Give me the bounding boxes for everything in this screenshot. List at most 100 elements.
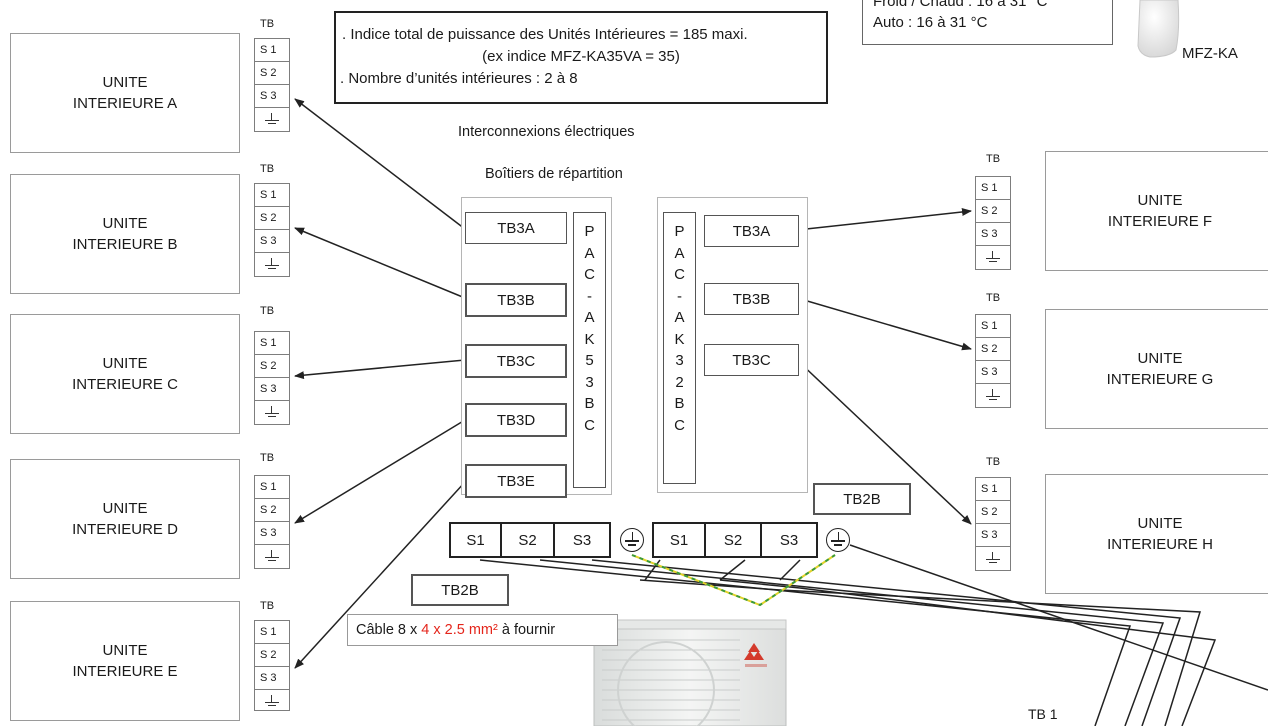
- temp-line-1: Froid / Chaud : 16 à 31 °C: [873, 0, 1048, 10]
- indoor-unit-c: UNITE INTERIEURE C: [10, 314, 240, 434]
- interconnexions-label: Interconnexions électriques: [458, 124, 635, 140]
- terminal-block-c: S 1 S 2 S 3: [254, 331, 290, 425]
- unit-label: UNITE: [102, 500, 148, 517]
- terminal-s3: S 3: [255, 378, 289, 401]
- terminal-s3: S 3: [255, 230, 289, 253]
- terminal-ground: [255, 690, 289, 710]
- model-letter: P: [584, 223, 595, 240]
- model-label-pac-ak53bc: P A C - A K 5 3 B C: [573, 212, 606, 488]
- tb-label: TB: [260, 600, 275, 612]
- model-letter: A: [674, 309, 685, 326]
- temp-line-2: Auto : 16 à 31 °C: [873, 14, 988, 31]
- power-index-note: . Indice total de puissance des Unités I…: [334, 11, 828, 104]
- terminal-s3: S 3: [255, 85, 289, 108]
- tb-label: TB: [260, 452, 275, 464]
- port-tb3d-left: TB3D: [465, 403, 567, 437]
- terminal-s3: S 3: [976, 223, 1010, 246]
- model-letter: -: [677, 287, 682, 305]
- terminal-block-d: S 1 S 2 S 3: [254, 475, 290, 569]
- terminal-s3: S 3: [976, 524, 1010, 547]
- ground-icon: [265, 113, 279, 126]
- model-letter: P: [674, 223, 685, 240]
- model-letter: C: [674, 266, 685, 283]
- unit-label: UNITE: [1137, 515, 1183, 532]
- strip-terminal-s1: S1: [451, 524, 502, 556]
- ground-icon: [986, 389, 1000, 402]
- terminal-s1: S 1: [255, 332, 289, 355]
- port-tb3b-left: TB3B: [465, 283, 567, 317]
- model-label-pac-ak32bc: P A C - A K 3 2 B C: [663, 212, 696, 484]
- model-letter: A: [584, 244, 595, 262]
- model-letter: K: [584, 330, 595, 348]
- tb-label: TB: [986, 292, 1001, 304]
- unit-name: INTERIEURE H: [1107, 536, 1213, 553]
- port-tb3a-left: TB3A: [465, 212, 567, 244]
- unit-label: UNITE: [102, 642, 148, 659]
- ground-icon: [265, 550, 279, 563]
- strip-terminal-s1: S1: [654, 524, 706, 556]
- unit-label: UNITE: [1137, 350, 1183, 367]
- cable-note-prefix: Câble 8 x: [356, 622, 422, 638]
- port-tb3b-right: TB3B: [704, 283, 799, 315]
- terminal-s2: S 2: [255, 644, 289, 667]
- terminal-ground: [976, 246, 1010, 269]
- note-line-3: . Nombre d’unités intérieures : 2 à 8: [340, 70, 578, 87]
- unit-label: UNITE: [102, 355, 148, 372]
- terminal-ground: [255, 253, 289, 276]
- terminal-block-h: S 1 S 2 S 3: [975, 477, 1011, 571]
- unit-name: INTERIEURE F: [1107, 213, 1213, 230]
- unit-name: INTERIEURE A: [72, 95, 178, 112]
- ground-icon: [986, 552, 1000, 565]
- remote-model-label: MFZ-KA: [1182, 45, 1238, 62]
- terminal-block-f: S 1 S 2 S 3: [975, 176, 1011, 270]
- terminal-block-g: S 1 S 2 S 3: [975, 314, 1011, 408]
- ground-icon: [265, 695, 279, 708]
- model-letter: B: [584, 395, 595, 412]
- model-letter: 3: [585, 373, 594, 391]
- unit-label: UNITE: [1137, 192, 1183, 209]
- terminal-s2: S 2: [976, 338, 1010, 361]
- model-letter: 3: [675, 352, 684, 369]
- tb2b-strip-left: S1 S2 S3: [449, 522, 611, 558]
- unit-name: INTERIEURE B: [72, 236, 178, 253]
- ground-icon: [265, 258, 279, 271]
- terminal-s2: S 2: [255, 62, 289, 85]
- unit-label: UNITE: [102, 74, 148, 91]
- ground-icon: [986, 251, 1000, 264]
- indoor-unit-a: UNITE INTERIEURE A: [10, 33, 240, 153]
- unit-name: INTERIEURE D: [72, 521, 178, 538]
- terminal-s1: S 1: [976, 177, 1010, 200]
- temperature-range-box: Froid / Chaud : 16 à 31 °C Auto : 16 à 3…: [862, 0, 1113, 45]
- tb-label: TB: [260, 163, 275, 175]
- cable-note-highlight: 4 x 2.5 mm²: [421, 622, 498, 638]
- strip-terminal-s2: S2: [706, 524, 762, 556]
- model-letter: K: [674, 330, 685, 348]
- indoor-unit-h: UNITE INTERIEURE H: [1045, 474, 1268, 594]
- terminal-ground: [976, 384, 1010, 407]
- terminal-ground: [255, 545, 289, 568]
- terminal-s1: S 1: [255, 39, 289, 62]
- tb-label: TB: [986, 153, 1001, 165]
- terminal-s1: S 1: [255, 184, 289, 207]
- terminal-block-e: S 1 S 2 S 3: [254, 620, 290, 711]
- terminal-s1: S 1: [976, 315, 1010, 338]
- indoor-unit-d: UNITE INTERIEURE D: [10, 459, 240, 579]
- terminal-s2: S 2: [976, 200, 1010, 223]
- terminal-s1: S 1: [255, 621, 289, 644]
- port-tb3a-right: TB3A: [704, 215, 799, 247]
- model-letter: B: [674, 395, 685, 412]
- tb-label: TB: [260, 18, 275, 30]
- tb-label: TB: [260, 305, 275, 317]
- boitiers-label: Boîtiers de répartition: [485, 166, 623, 182]
- port-tb3c-right: TB3C: [704, 344, 799, 376]
- terminal-s3: S 3: [255, 667, 289, 690]
- outdoor-cables: [479, 544, 1268, 726]
- unit-name: INTERIEURE C: [72, 376, 178, 393]
- tb2b-label-right: TB2B: [813, 483, 911, 515]
- terminal-s1: S 1: [255, 476, 289, 499]
- model-letter: -: [587, 287, 592, 305]
- terminal-ground: [976, 547, 1010, 570]
